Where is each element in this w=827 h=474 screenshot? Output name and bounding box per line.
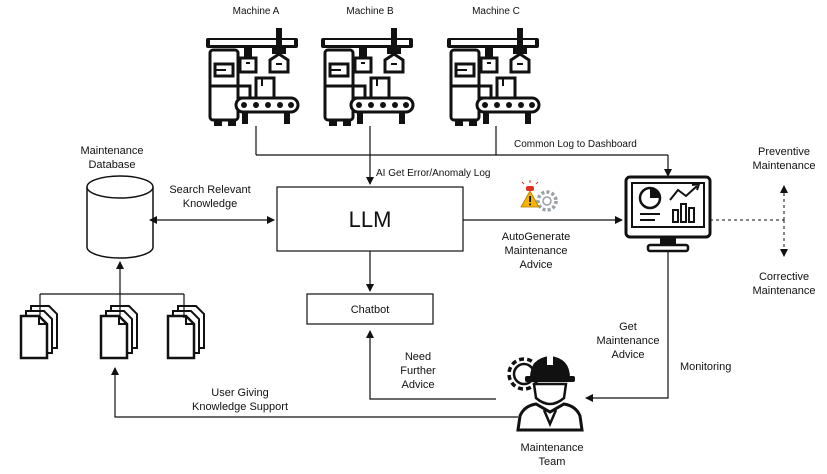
chatbot-box <box>306 293 434 325</box>
monitoring-arrow <box>585 251 669 402</box>
need-advice-arrow <box>366 330 496 400</box>
machine-a-icon <box>204 26 300 128</box>
knowledge-support-arrow <box>111 367 518 418</box>
document-stack-icon-2 <box>99 304 139 360</box>
monitoring-label: Monitoring <box>680 361 731 373</box>
alert-gear-icon <box>520 180 558 212</box>
maintenance-worker-icon <box>507 355 584 432</box>
team-label-line2: Team <box>539 456 566 468</box>
machine-a-label: Machine A <box>233 6 280 17</box>
llm-label: LLM <box>349 207 392 232</box>
document-stack-icon-3 <box>166 304 206 360</box>
preventive-label-line2: Maintenance <box>753 160 816 172</box>
preventive-label-line1: Preventive <box>758 146 810 158</box>
database-label-line2: Database <box>88 159 135 171</box>
common-log-label: Common Log to Dashboard <box>514 139 637 150</box>
common-log-connector <box>255 126 668 156</box>
knowledge-support-line2: Knowledge Support <box>192 401 288 413</box>
document-stack-icon-1 <box>19 304 59 360</box>
machine-c-icon <box>445 26 541 128</box>
corrective-label-line2: Maintenance <box>753 285 816 297</box>
database-icon <box>86 175 154 259</box>
need-advice-line2: Further <box>400 365 436 377</box>
search-label-line2: Knowledge <box>183 198 237 210</box>
dashboard-monitor-icon <box>624 175 712 253</box>
autogen-label-line1: AutoGenerate <box>502 231 571 243</box>
chatbot-label: Chatbot <box>351 304 390 316</box>
need-advice-line1: Need <box>405 351 431 363</box>
knowledge-support-line1: User Giving <box>211 387 268 399</box>
documents-connector <box>39 293 185 318</box>
autogen-label-line3: Advice <box>519 259 552 271</box>
error-log-label: AI Get Error/Anomaly Log <box>376 168 491 179</box>
get-advice-line3: Advice <box>611 349 644 361</box>
database-label-line1: Maintenance <box>81 145 144 157</box>
get-advice-line2: Maintenance <box>597 335 660 347</box>
team-label-line1: Maintenance <box>521 442 584 454</box>
machine-b-icon <box>319 26 415 128</box>
search-label-line1: Search Relevant <box>169 184 250 196</box>
autogen-label-line2: Maintenance <box>505 245 568 257</box>
corrective-label-line1: Corrective <box>759 271 809 283</box>
machine-c-label: Machine C <box>472 6 520 17</box>
need-advice-line3: Advice <box>401 379 434 391</box>
get-advice-line1: Get <box>619 321 637 333</box>
machine-b-label: Machine B <box>346 6 394 17</box>
